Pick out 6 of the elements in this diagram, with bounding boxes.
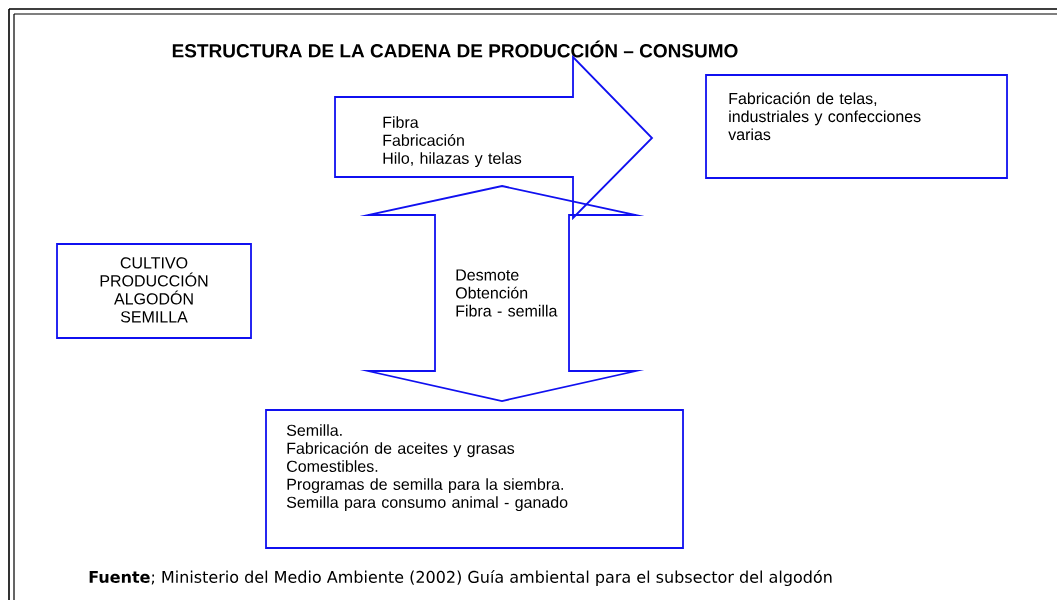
text-box: Fabricación de telas, industriales y confecciones varias <box>705 74 1008 179</box>
edge-label: Desmote Obtención Fibra - semilla <box>455 269 558 317</box>
text-box: Semilla. Fabricación de aceites y grasas Comestibles. Programas de semilla para la siembra. Semilla para consumo animal - ganado <box>265 409 684 549</box>
caption: Fuente; Ministerio del Medio Ambiente (2002) Guía ambiental para el subsector del algodón <box>89 569 832 587</box>
text-box: CULTIVO PRODUCCIÓN ALGODÓN SEMILLA <box>56 243 252 339</box>
double-block-arrow <box>359 185 645 402</box>
